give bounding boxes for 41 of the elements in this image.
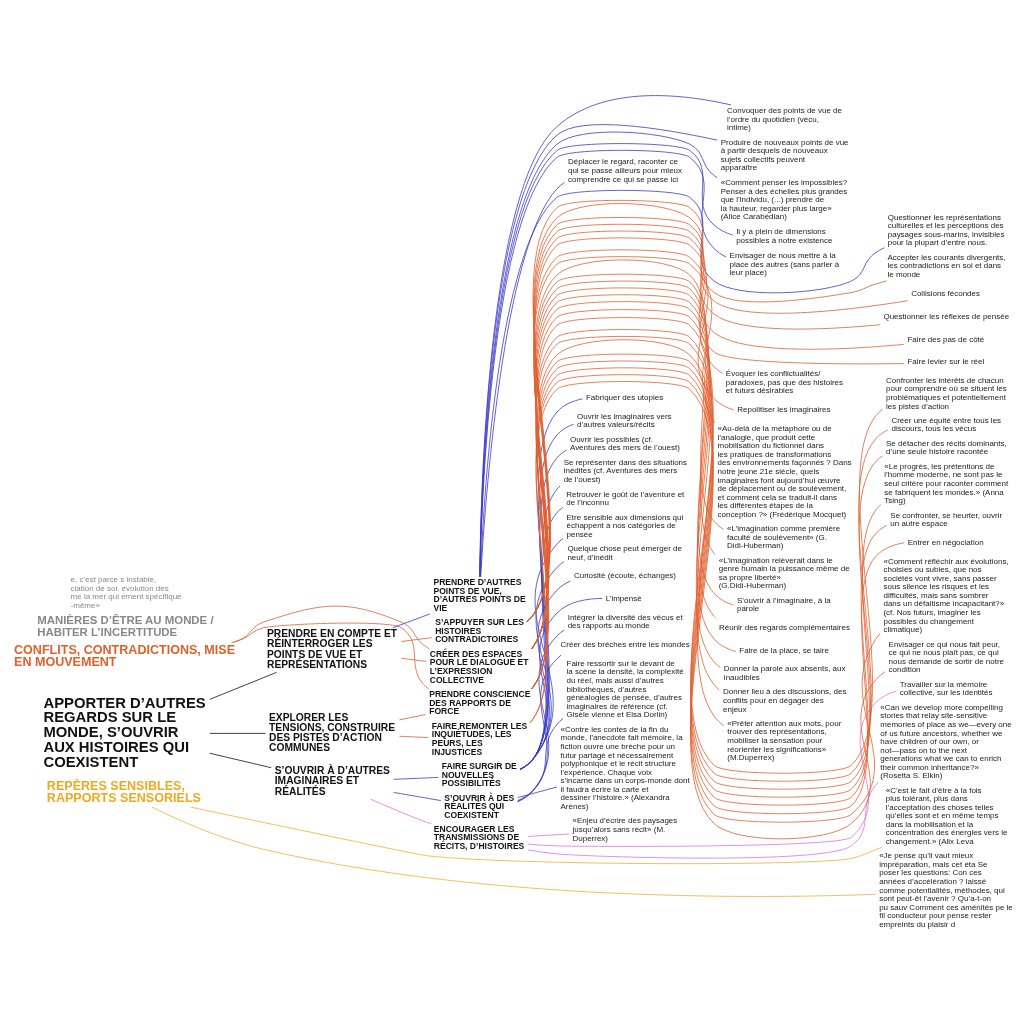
- node-text: S’OUVRIR À DES RÉALITÉS QUI COEXISTENT: [444, 792, 515, 820]
- connector: [527, 833, 570, 837]
- connector: [370, 798, 432, 825]
- connector: [233, 605, 430, 650]
- node-text: S’OUVRIR À D’AUTRES IMAGINAIRES ET RÉALITÉS: [274, 765, 390, 797]
- connector: [399, 714, 426, 721]
- connector: [517, 629, 565, 803]
- connector: [151, 806, 876, 897]
- node-text: FAIRE REMONTER LES INQUIÉTUDES, LES PEURS, LES INJUSTICES: [431, 720, 528, 757]
- connector: [400, 657, 427, 662]
- connector: [527, 690, 897, 847]
- node-text: ENCOURAGER LES TRANSMISSIONS DE RÉCITS, D’HISTOIRES: [433, 823, 525, 852]
- node-text: PRENDRE CONSCIENCE DES RAPPORTS DE FORCE: [429, 689, 531, 717]
- connector: [517, 786, 558, 798]
- connector: [209, 752, 272, 769]
- node-text: PRENDRE D’AUTRES POINTS DE VUE, D’AUTRES POINTS DE VIE: [433, 576, 526, 613]
- node-text: EXPLORER LES TENSIONS, CONSTRUIRE DES PISTES D’ACTION COMMUNES: [269, 711, 396, 754]
- connector: [209, 671, 278, 700]
- connector: [519, 398, 583, 770]
- connector: [399, 735, 429, 738]
- node-text: FAIRE SURGIR DE NOUVELLES POSSIBILITÉS: [441, 761, 517, 789]
- connector: [517, 654, 562, 802]
- node-text: REPÈRES SENSIBLES, RAPPORTS SENSORIELS: [46, 778, 201, 806]
- connector: [400, 637, 433, 642]
- label: MANIÈRES D’ÊTRE AU MONDE / HABITER L’INCERTITUDE: [37, 614, 214, 638]
- node-text: CRÉER DES ESPACES POUR LE DIALOGUE ET L’EXPRESSION COLLECTIVE: [429, 648, 529, 685]
- connector: [209, 733, 266, 734]
- connector: [392, 613, 431, 629]
- connector: [190, 806, 883, 864]
- connector: [519, 598, 603, 770]
- connector: [393, 792, 442, 801]
- connector: [517, 718, 564, 802]
- connector: [231, 622, 430, 690]
- node-text: S’APPUYER SUR LES HISTOIRES CONTRADICTOIRES: [435, 617, 525, 645]
- node-text: PRENDRE EN COMPTE ET RÉINTERROGER LES POINTS DE VUE ET REPRÉSENTATIONS: [267, 628, 398, 670]
- node-text: APPORTER D’AUTRES REGARDS SUR LE MONDE, S’OUVRIR AUX HISTOIRES QUI COEXISTENT: [43, 694, 206, 770]
- connector: [519, 449, 567, 770]
- connector: [393, 777, 439, 780]
- connector: [519, 423, 574, 770]
- connector: [527, 781, 879, 859]
- node-text: CONFLITS, CONTRADICTIONS, MISE EN MOUVEMENT: [14, 642, 236, 670]
